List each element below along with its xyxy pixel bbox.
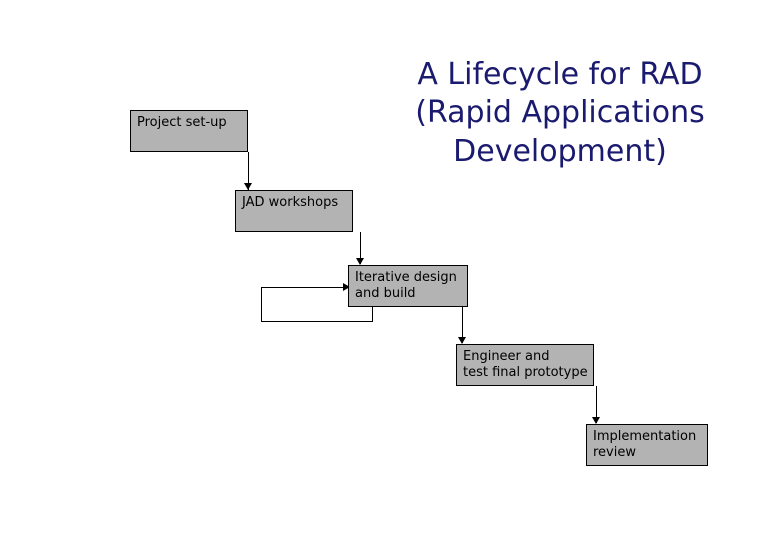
page-title: A Lifecycle for RAD (Rapid Applications … [360,56,760,171]
connector-iterative-down [462,307,463,343]
connector-engineer-down [596,386,597,423]
arrow-iterative-to-engineer [458,337,466,344]
stage-label-project-set-up-line-1: Project set-up [137,115,227,130]
stage-box-iterative-design-and-build[interactable]: Iterative design and build [348,265,468,307]
stage-box-engineer-and-test-final-prototype[interactable]: Engineer and test final prototype [456,344,594,386]
arrow-loop-to-iterative [343,283,350,291]
page-title-line-3: Development) [453,133,667,169]
page-title-line-2: (Rapid Applications [415,95,705,131]
stage-label-implementation-line-2: review [593,445,636,461]
connector-setup-down [248,152,249,190]
stage-label-iterative-line-1: Iterative design [355,270,457,285]
stage-box-project-set-up[interactable]: Project set-up [130,110,248,152]
page-title-line-1: A Lifecycle for RAD [417,57,703,92]
arrow-jad-to-iterative [356,258,364,265]
arrow-engineer-to-implementation [592,417,600,424]
stage-box-jad-workshops[interactable]: JAD workshops [235,190,353,232]
arrow-setup-to-jad [244,183,252,190]
stage-label-implementation-line-1: Implementation [593,429,697,444]
stage-label-jad-workshops-line-1: JAD workshops [242,195,339,210]
connector-jad-down [360,232,361,264]
stage-label-engineer-line-1: Engineer and [463,349,550,364]
stage-label-engineer-line-2: test final prototype [463,365,588,381]
stage-label-iterative-line-2: and build [355,286,416,302]
iteration-loop-top-left [261,287,349,288]
stage-box-implementation-review[interactable]: Implementation review [586,424,708,466]
